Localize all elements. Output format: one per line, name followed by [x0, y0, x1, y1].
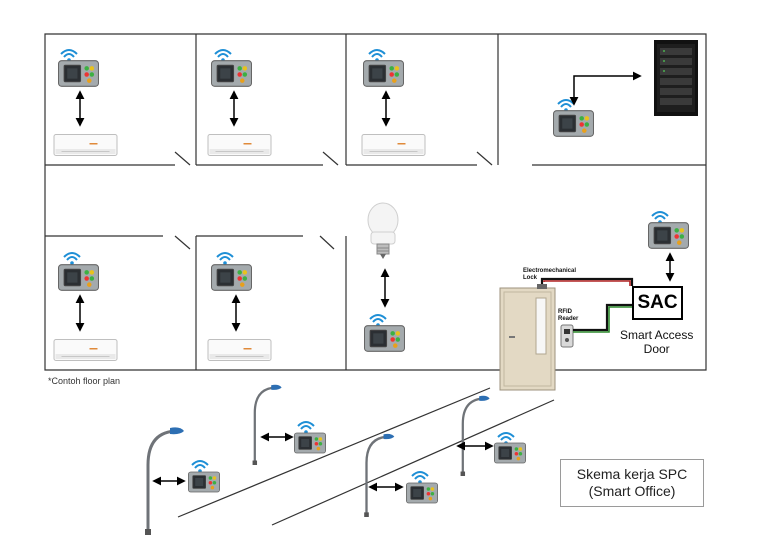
- door-swing-4: [174, 235, 191, 250]
- air-conditioner-icon: [53, 339, 118, 361]
- smart-access-door: [499, 211, 689, 391]
- street-lamp-icon: [362, 432, 396, 517]
- wifi-icon: [369, 314, 387, 327]
- smart-controller-icon: [648, 222, 689, 249]
- street-lamp-icon: [251, 383, 284, 465]
- door-swing-5: [319, 235, 335, 250]
- road-edge-2: [271, 399, 555, 526]
- smart-controller-icon: [58, 264, 99, 291]
- smart-controller-icon: [294, 432, 326, 454]
- room-1-devices: [53, 49, 118, 156]
- smart-controller-icon: [364, 325, 405, 352]
- smart-controller-icon: [211, 60, 252, 87]
- street: [177, 387, 555, 526]
- air-conditioner-icon: [207, 134, 272, 156]
- street-lamp-3: [362, 432, 438, 517]
- server-room-devices: [553, 40, 698, 137]
- door-swing-2: [322, 151, 339, 166]
- door-swing-1: [174, 151, 191, 166]
- double-arrow-icon: [569, 71, 642, 106]
- wifi-icon: [557, 99, 575, 112]
- diagram-subtitle: (Smart Office): [588, 483, 676, 499]
- wifi-icon: [651, 211, 669, 224]
- diagram-title-box: Skema kerja SPC (Smart Office): [560, 459, 704, 507]
- electromechanical-lock-label: Electromechanical Lock: [523, 268, 577, 281]
- air-conditioner-icon: [53, 134, 118, 156]
- smart-controller-icon: [211, 264, 252, 291]
- sac-label: SAC: [637, 292, 678, 313]
- smart-controller-icon: [188, 471, 220, 493]
- rfid-reader-icon: [560, 324, 574, 348]
- wifi-icon: [60, 49, 78, 62]
- room-3-devices: [361, 49, 426, 156]
- floor-plan-note: *Contoh floor plan: [48, 376, 121, 386]
- wifi-icon: [214, 49, 232, 62]
- smart-controller-icon: [406, 482, 438, 504]
- door-icon: [499, 284, 556, 391]
- light-bulb-icon: [367, 202, 399, 259]
- smart-access-door-caption: Smart Access Door: [620, 328, 694, 356]
- air-conditioner-icon: [207, 339, 272, 361]
- wifi-icon: [368, 49, 386, 62]
- server-rack-icon: [654, 40, 698, 116]
- room-4-devices: [53, 252, 118, 361]
- street-lamp-1: [143, 425, 220, 535]
- lighting-devices: [364, 202, 405, 352]
- wifi-icon: [297, 421, 315, 434]
- rfid-wire-green: [573, 306, 632, 333]
- room-2-devices: [207, 49, 272, 156]
- rfid-wire: [573, 303, 632, 332]
- diagram-title: Skema kerja SPC: [576, 466, 688, 482]
- smart-controller-icon: [58, 60, 99, 87]
- smart-controller-icon: [494, 442, 526, 464]
- street-lamp-4: [456, 394, 526, 476]
- wifi-icon: [191, 460, 209, 473]
- lock-wire: [540, 277, 634, 286]
- wifi-icon: [63, 252, 81, 265]
- room-5-devices: [207, 252, 272, 361]
- street-lamp-2: [251, 383, 326, 465]
- door-swing-3: [476, 151, 493, 166]
- wifi-icon: [216, 252, 234, 265]
- smart-controller-icon: [553, 110, 594, 137]
- floor-plan: [44, 33, 707, 371]
- rfid-reader-label: RFID Reader: [558, 309, 579, 322]
- air-conditioner-icon: [361, 134, 426, 156]
- outer-wall: [44, 33, 707, 371]
- lock-wire-red: [543, 280, 631, 286]
- street-lamp-icon: [458, 394, 492, 476]
- road-edge-1: [177, 387, 491, 518]
- wifi-icon: [411, 471, 429, 484]
- sac-controller-box: SAC: [632, 286, 683, 320]
- smart-controller-icon: [363, 60, 404, 87]
